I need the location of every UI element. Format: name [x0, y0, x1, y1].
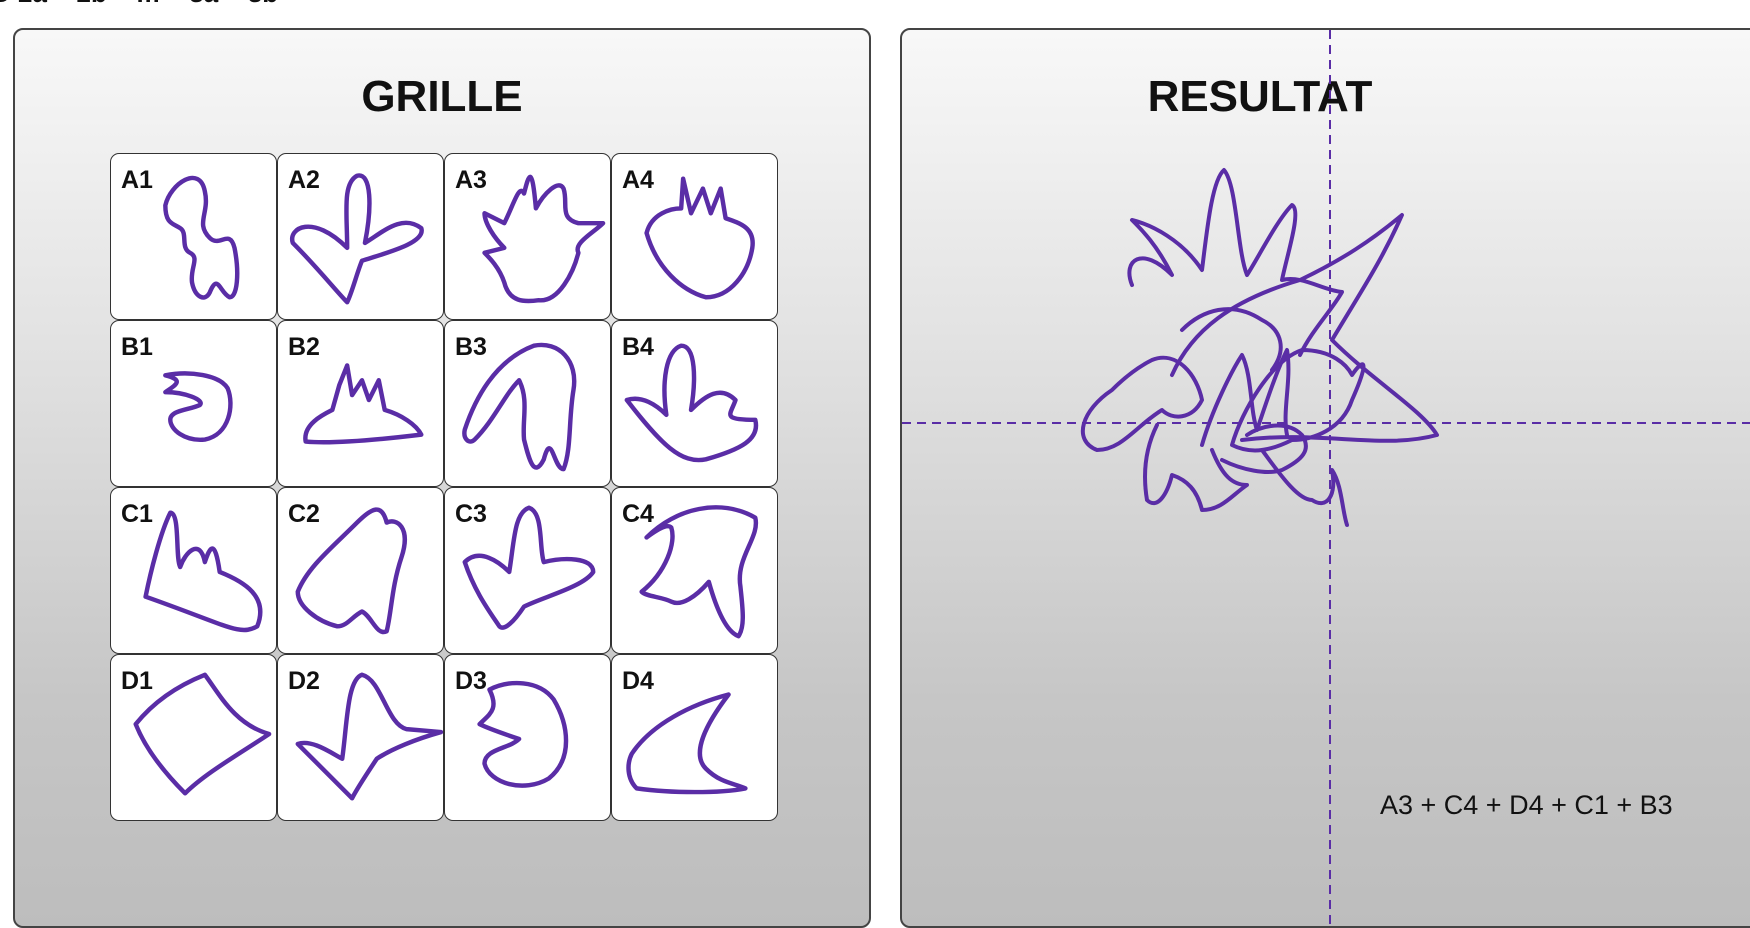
grid-cell-c1[interactable]: C1	[110, 487, 277, 654]
grid-cell-c3[interactable]: C3	[444, 487, 611, 654]
grid-cell-c4[interactable]: C4	[611, 487, 778, 654]
grid-cell-b4[interactable]: B4	[611, 320, 778, 487]
grid-cell-a1[interactable]: A1	[110, 153, 277, 320]
shape-d3-icon	[445, 655, 610, 820]
grid-cell-d2[interactable]: D2	[277, 654, 444, 821]
grid-cell-d1[interactable]: D1	[110, 654, 277, 821]
grid-cell-a3[interactable]: A3	[444, 153, 611, 320]
grid-cell-a2[interactable]: A2	[277, 153, 444, 320]
shape-d1-icon	[111, 655, 276, 820]
result-formula: A3 + C4 + D4 + C1 + B3	[1380, 790, 1673, 821]
grid-title: GRILLE	[15, 72, 869, 122]
grid-cell-b3[interactable]: B3	[444, 320, 611, 487]
grid-panel: GRILLE A1 A2 A3 A4 B	[13, 28, 871, 928]
shape-c2-icon	[278, 488, 443, 653]
shape-b4-icon	[612, 321, 777, 486]
grid-cell-d4[interactable]: D4	[611, 654, 778, 821]
shape-b2-icon	[278, 321, 443, 486]
composite-shape-icon	[1083, 170, 1437, 525]
grid-cell-b2[interactable]: B2	[277, 320, 444, 487]
shape-b1-icon	[111, 321, 276, 486]
shape-d2-icon	[278, 655, 443, 820]
shape-grid: A1 A2 A3 A4 B1	[110, 153, 778, 821]
shape-c1-icon	[111, 488, 276, 653]
grid-cell-b1[interactable]: B1	[110, 320, 277, 487]
shape-b3-icon	[445, 321, 610, 486]
shape-a1-icon	[111, 154, 276, 319]
grid-cell-d3[interactable]: D3	[444, 654, 611, 821]
shape-c4-icon	[612, 488, 777, 653]
shape-a3-icon	[445, 154, 610, 319]
grid-cell-a4[interactable]: A4	[611, 153, 778, 320]
shape-c3-icon	[445, 488, 610, 653]
shape-a2-icon	[278, 154, 443, 319]
top-formula: D 2a + 2b + m + 3a + 3b	[0, 0, 278, 9]
shape-a4-icon	[612, 154, 777, 319]
shape-d4-icon	[612, 655, 777, 820]
grid-cell-c2[interactable]: C2	[277, 487, 444, 654]
result-panel: RESULTAT A3 + C4 + D4 + C1 + B3	[900, 28, 1750, 928]
